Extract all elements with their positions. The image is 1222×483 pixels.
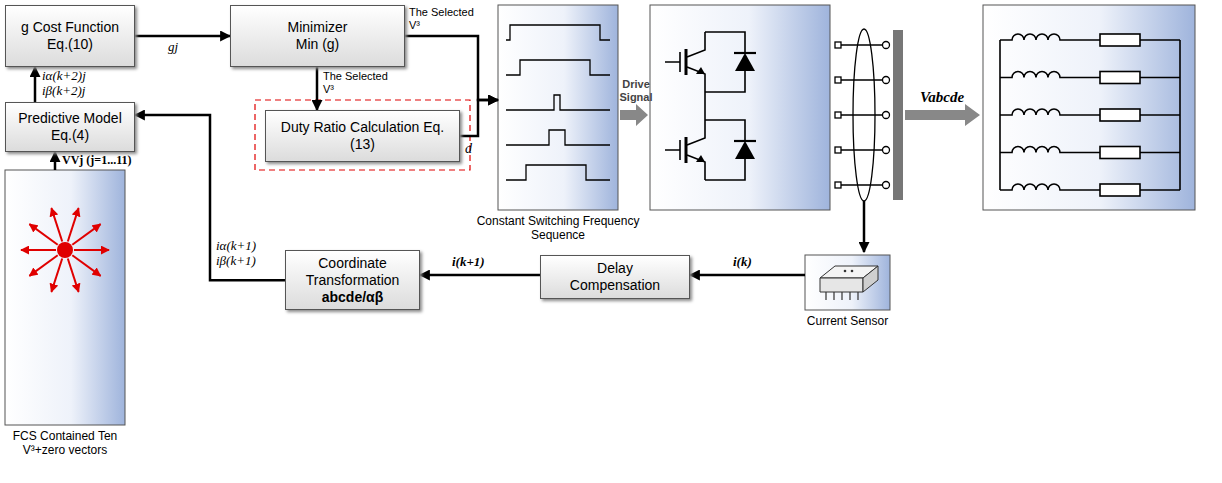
node-title: Duty Ratio Calculation Eq.(13) (280, 119, 445, 153)
edge-label: iα(k+2)j iβ(k+2)j (42, 69, 130, 99)
signal-arrow (420, 274, 540, 277)
signal-arrow (135, 115, 285, 280)
vector-arrow (74, 249, 109, 251)
signal-arrow (135, 35, 230, 38)
signal-arrow (460, 100, 498, 136)
edge-label: i(k) (733, 255, 783, 270)
node-title: Predictive Model Eq.(4) (12, 110, 128, 144)
node-title: Minimizer (288, 19, 348, 36)
node-title: Current Sensor (795, 314, 900, 328)
fcs-panel (5, 170, 125, 425)
load-panel (983, 5, 1195, 210)
predictive-model-box: Predictive Model Eq.(4) (5, 102, 135, 152)
vector-arrow (21, 249, 56, 251)
vector-arrow (51, 259, 62, 292)
vector-arrow (68, 259, 79, 292)
node-subtitle: Min (g) (296, 36, 340, 53)
drive-arrow (620, 104, 648, 126)
signal-arrow (690, 274, 805, 277)
signal-arrow (316, 67, 319, 110)
edge-label: i(k+1) (452, 255, 512, 270)
duty-ratio-box: Duty Ratio Calculation Eq.(13) (265, 110, 460, 162)
vector-arrow (72, 224, 100, 245)
vector-arrow (29, 224, 57, 245)
bus-bar (893, 30, 903, 200)
node-title: Delay Compensation (560, 260, 670, 294)
dashed-region (255, 100, 470, 170)
drive-signal-label: Drive Signal (617, 78, 655, 104)
edge-label: VVj (j=1...11) (62, 154, 172, 168)
sensor-icon (805, 255, 890, 310)
minimizer-box: MinimizerMin (g) (230, 5, 405, 67)
coordinate-transform-box: Coordinate Transformationabcde/αβ (285, 250, 420, 310)
sequence-node: Constant Switching Frequency Sequence (498, 5, 618, 210)
fcs-node: FCS Contained Ten V³+zero vectors (5, 170, 125, 425)
vector-arrow (29, 255, 57, 276)
vector-arrow (72, 255, 100, 276)
node-title: g Cost Function Eq.(10) (12, 19, 128, 53)
node-title: Coordinate Transformation (292, 255, 413, 289)
node-title: Constant Switching Frequency Sequence (473, 214, 643, 243)
inverter-panel (650, 5, 830, 210)
signal-arrow (54, 152, 57, 170)
cost-function-box: g Cost Function Eq.(10) (5, 5, 135, 67)
terminals (835, 29, 890, 201)
voltage-arrow (905, 104, 980, 126)
edge-label: d (465, 141, 479, 157)
delay-compensation-box: Delay Compensation (540, 255, 690, 299)
voltage-label: Vabcde (907, 88, 977, 106)
node-subtitle: abcde/αβ (322, 289, 384, 306)
sensor-wire (863, 201, 866, 252)
current-sensor-node: Current Sensor (805, 255, 890, 310)
edge-label: iα(k+1) iβ(k+1) (216, 239, 278, 269)
edge-label: The Selected V³ (409, 6, 477, 31)
vector-arrow (51, 208, 62, 241)
node-title: FCS Contained Ten V³+zero vectors (0, 429, 130, 458)
signal-arrow (34, 67, 37, 102)
vector-arrow (68, 208, 79, 241)
signal-arrow (405, 36, 498, 100)
edge-label: gj (168, 40, 198, 55)
edge-label: The Selected V³ (323, 70, 393, 95)
sequence-panel (498, 5, 618, 210)
